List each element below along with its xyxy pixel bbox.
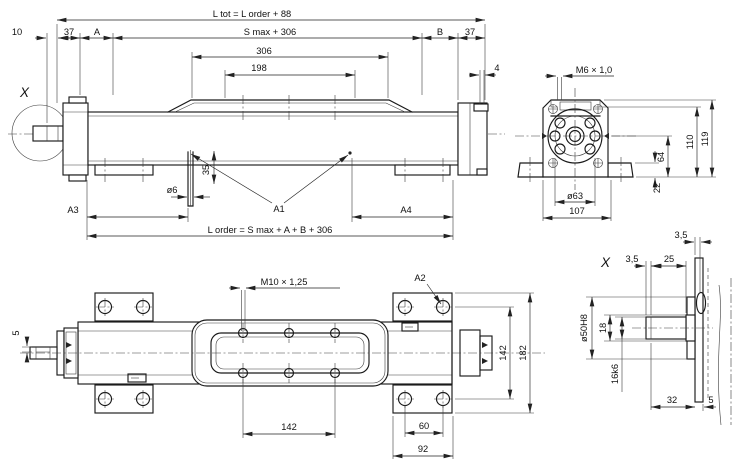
front-body-outline [8, 95, 505, 207]
dim-142-holes: 142 [281, 422, 297, 432]
dim-10: 10 [12, 27, 22, 37]
dim-110: 110 [685, 135, 695, 150]
end-right-foot [607, 162, 634, 178]
detail-x-label: X [19, 85, 30, 100]
dim-25: 25 [664, 254, 674, 264]
dim-a: A [94, 27, 101, 37]
dim-a2: A2 [414, 273, 425, 283]
plan-view: 5 M10 × 1,25 A2 142 60 92 142 182 [11, 273, 545, 459]
lube-point-mark [348, 151, 352, 155]
dim-4: 4 [494, 63, 499, 73]
plan-dimensions: 5 M10 × 1,25 A2 142 60 92 142 182 [11, 273, 534, 459]
dim-wall-5: 5 [708, 395, 713, 405]
end-left-foot [517, 162, 544, 178]
dim-37-left: 37 [64, 27, 74, 37]
detail-dimensions: X 3,5 25 3,5 ø50H8 18 16k6 32 5 [579, 230, 716, 411]
dim-m10: M10 × 1,25 [261, 277, 308, 287]
dim-smax: S max + 306 [244, 27, 296, 37]
dim-198: 198 [251, 63, 267, 73]
front-left-rail [94, 164, 154, 176]
dim-119: 119 [700, 132, 710, 147]
detail-x-view: X 3,5 25 3,5 ø50H8 18 16k6 32 5 [579, 230, 732, 426]
dim-306: 306 [256, 46, 272, 56]
dim-m6: M6 × 1,0 [576, 65, 612, 75]
sensor-slot-icon [127, 373, 147, 383]
front-view: X L tot = L order + 88 10 37 A S max + 3… [8, 9, 505, 240]
dim-32: 32 [667, 395, 677, 405]
break-line [718, 284, 722, 426]
front-tube [87, 111, 459, 166]
sensor-slot-icon-2 [401, 322, 419, 332]
detail-seal [695, 291, 707, 315]
dim-3-5-left: 3,5 [626, 254, 639, 264]
bracket-holes [96, 298, 452, 408]
plan-body-outline [20, 292, 545, 414]
dim-64: 64 [656, 152, 666, 162]
front-shaft [32, 125, 64, 142]
dim-18: 18 [598, 323, 608, 333]
dim-pin-dia: ø6 [167, 185, 178, 195]
detail-outline [632, 257, 732, 426]
dim-3-5-top: 3,5 [675, 230, 688, 240]
dim-35: 35 [201, 165, 211, 175]
front-dimensions: X L tot = L order + 88 10 37 A S max + 3… [12, 9, 500, 240]
dim-22: 22 [652, 183, 662, 193]
carriage-holes [237, 323, 341, 383]
end-dimensions: M6 × 1,0 119 110 64 22 ø63 107 [542, 65, 716, 221]
dim-a1: A1 [273, 204, 284, 214]
dim-182: 182 [518, 345, 528, 361]
dim-l-order: L order = S max + A + B + 306 [208, 225, 333, 235]
dim-37-right: 37 [465, 27, 475, 37]
dim-l-tot: L tot = L order + 88 [213, 9, 291, 19]
dim-107: 107 [569, 206, 585, 216]
dim-92: 92 [418, 444, 428, 454]
end-body-outline [515, 77, 638, 190]
front-carriage [167, 99, 413, 113]
m6-thread-lines [557, 77, 562, 100]
dim-142-rows: 142 [498, 345, 508, 361]
detail-end-wall [694, 257, 704, 403]
front-right-rail [394, 164, 451, 176]
detail-x-view-label: X [600, 255, 611, 270]
dim-60: 60 [419, 421, 429, 431]
front-right-block [457, 102, 488, 176]
end-view: M6 × 1,0 119 110 64 22 ø63 107 [515, 65, 716, 221]
dim-phi63: ø63 [567, 191, 583, 201]
dim-16k6: 16k6 [610, 364, 620, 384]
dim-a3: A3 [67, 205, 78, 215]
dim-phi50h8: ø50H8 [579, 314, 589, 342]
front-left-block [62, 102, 89, 176]
dim-key5: 5 [11, 330, 21, 335]
dim-b: B [437, 27, 443, 37]
dim-a4: A4 [400, 205, 411, 215]
